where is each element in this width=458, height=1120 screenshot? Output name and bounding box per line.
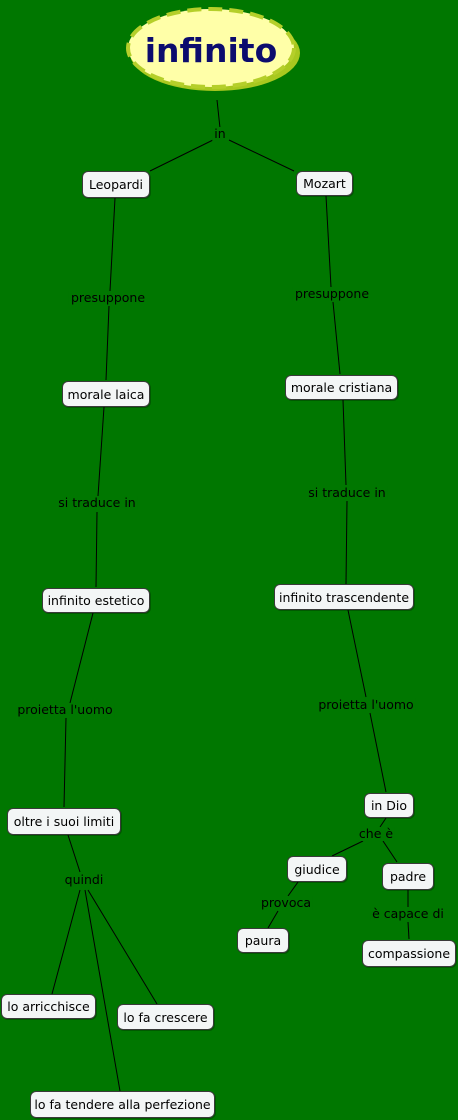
node-lo-arricchisce[interactable]: lo arricchisce [1,994,96,1019]
node-padre[interactable]: padre [382,863,434,890]
node-lo-fa-tendere-alla-perfezione[interactable]: lo fa tendere alla perfezione [30,1091,215,1118]
node-paura[interactable]: paura [237,928,289,953]
link-label-si-traduce-in-right: si traduce in [306,485,388,500]
node-infinito-trascendente[interactable]: infinito trascendente [274,584,414,610]
link-label-si-traduce-in-left: si traduce in [56,495,138,510]
link-label-che-e: che è [356,826,396,841]
node-oltre-i-suoi-limiti[interactable]: oltre i suoi limiti [7,808,121,835]
node-morale-laica[interactable]: morale laica [62,381,150,407]
node-compassione[interactable]: compassione [362,940,456,967]
root-ellipse [126,7,296,89]
link-label-e-capace-di: è capace di [370,906,446,921]
link-label-in: in [212,126,228,141]
link-label-presuppone-left: presuppone [68,290,148,305]
node-mozart[interactable]: Mozart [296,171,353,196]
node-leopardi[interactable]: Leopardi [82,171,150,198]
link-label-quindi: quindi [62,872,106,887]
node-giudice[interactable]: giudice [287,856,347,882]
link-label-proietta-l-uomo-right: proietta l'uomo [316,697,416,712]
node-morale-cristiana[interactable]: morale cristiana [285,375,398,400]
link-label-proietta-l-uomo-left: proietta l'uomo [15,702,115,717]
link-label-presuppone-right: presuppone [292,286,372,301]
node-in-dio[interactable]: in Dio [364,793,414,818]
node-lo-fa-crescere[interactable]: lo fa crescere [117,1004,214,1030]
node-infinito-estetico[interactable]: infinito estetico [42,588,150,613]
root-concept-infinito[interactable]: infinito [144,30,278,70]
link-label-provoca: provoca [258,895,314,910]
